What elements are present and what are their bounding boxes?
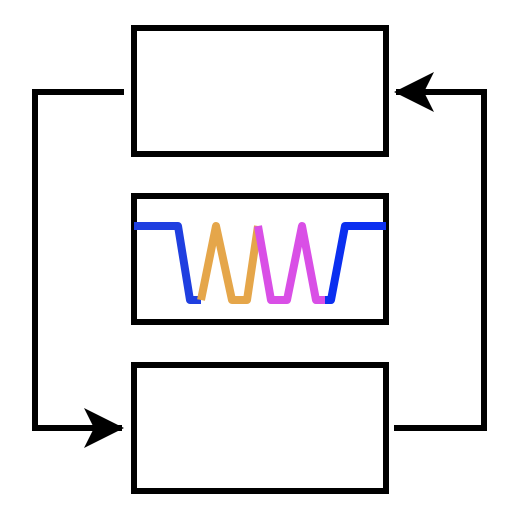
square-wave-icon (134, 222, 386, 304)
bottom-box (131, 362, 389, 494)
middle-box-group (131, 193, 389, 325)
middle-box (131, 193, 389, 325)
top-box (131, 25, 389, 157)
wave-segment-3 (254, 222, 325, 304)
left-connector-arrow (32, 89, 124, 448)
right-connector-arrow (394, 72, 487, 431)
wave-segment-2 (197, 222, 262, 304)
wave-segment-4 (325, 222, 386, 304)
wave-segment-1 (134, 222, 201, 304)
